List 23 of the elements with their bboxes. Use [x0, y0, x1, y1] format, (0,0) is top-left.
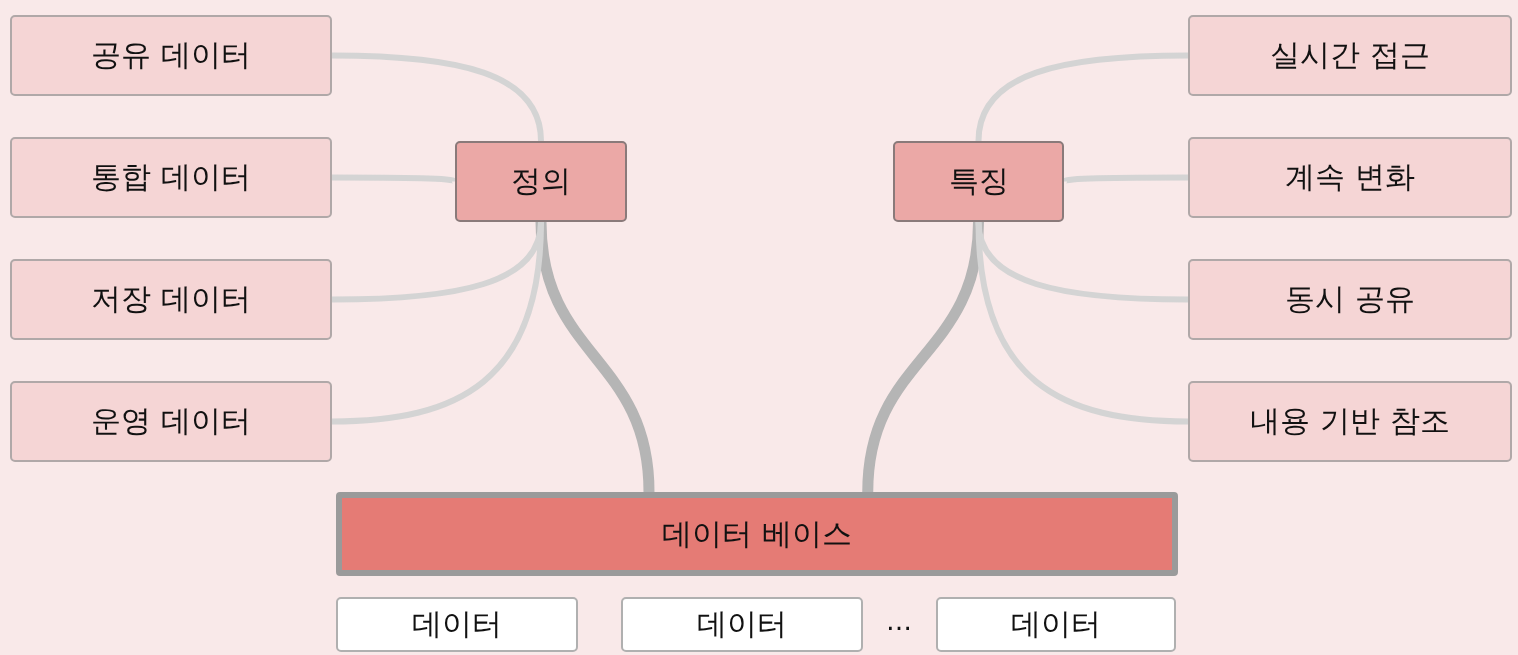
connector-line	[975, 52, 1189, 142]
topic-box: 정의	[455, 141, 627, 222]
ellipsis-text: …	[886, 606, 912, 636]
data-box: 데이터	[936, 597, 1176, 652]
item-box: 저장 데이터	[10, 259, 332, 340]
item-box: 계속 변화	[1188, 137, 1512, 218]
connector-line	[332, 174, 457, 185]
item-box: 내용 기반 참조	[1188, 381, 1512, 462]
connector-line	[1062, 174, 1188, 185]
item-box: 공유 데이터	[10, 15, 332, 96]
connector-line	[975, 221, 1189, 425]
connector-line	[331, 221, 544, 425]
connector-line	[862, 221, 984, 493]
connector-line	[331, 52, 544, 142]
item-box: 실시간 접근	[1188, 15, 1512, 96]
item-box: 운영 데이터	[10, 381, 332, 462]
topic-box: 특징	[893, 141, 1064, 222]
data-box: 데이터	[621, 597, 863, 652]
database-bar: 데이터 베이스	[336, 492, 1178, 576]
item-box: 통합 데이터	[10, 137, 332, 218]
item-box: 동시 공유	[1188, 259, 1512, 340]
data-box: 데이터	[336, 597, 578, 652]
connector-line	[535, 221, 655, 493]
